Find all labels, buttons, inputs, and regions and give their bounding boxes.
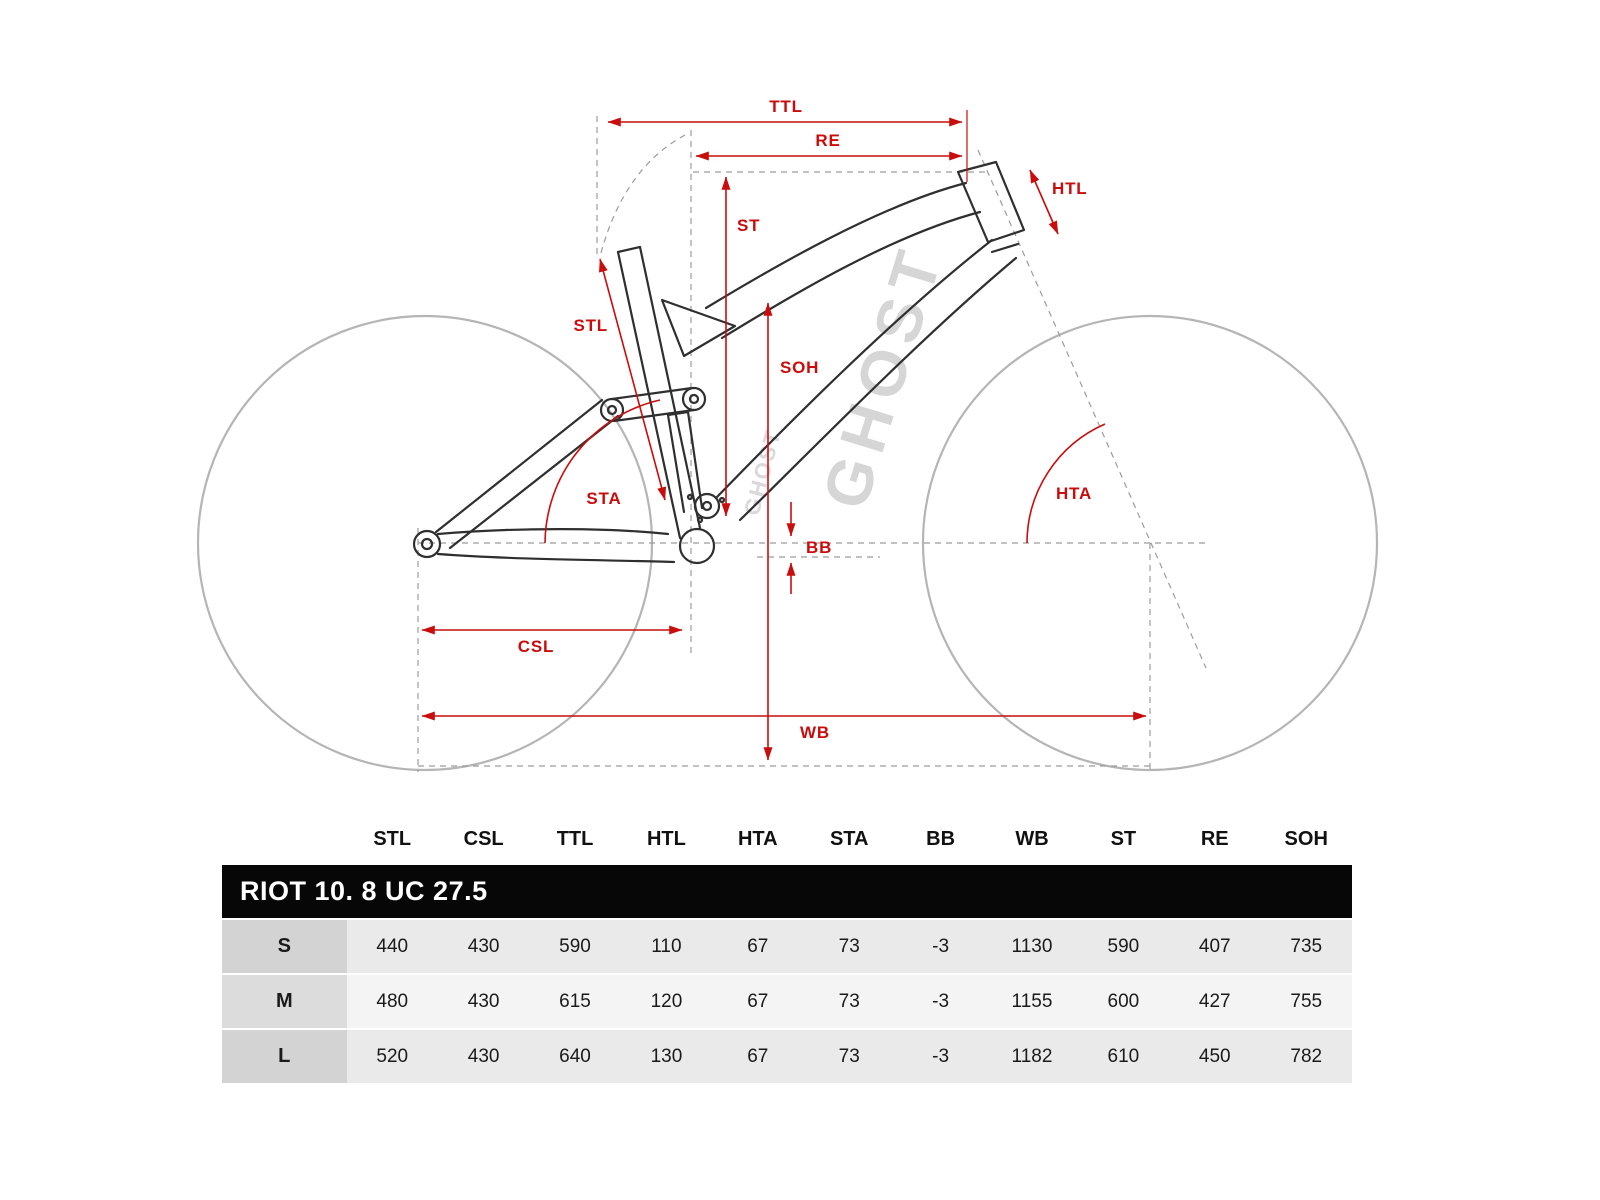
col-header-stl: STL — [346, 812, 438, 865]
dimension-lines — [421, 110, 1147, 761]
geometry-value: 73 — [803, 1029, 895, 1085]
geometry-value: 110 — [620, 919, 713, 975]
geometry-value: -3 — [894, 974, 987, 1030]
col-header-wb: WB — [986, 812, 1078, 865]
table-title-row: RIOT 10. 8 UC 27.5 — [222, 865, 1352, 920]
label-hta: HTA — [1056, 484, 1092, 503]
dimension-stl — [599, 258, 666, 501]
size-label: L — [222, 1029, 347, 1085]
geometry-value: 450 — [1169, 1029, 1261, 1085]
frame-brand-watermark-small: GHOST — [739, 426, 786, 518]
geometry-value: 430 — [437, 919, 530, 975]
geometry-value: 615 — [529, 974, 621, 1030]
table-row-size-m: M 480 430 615 120 67 73 -3 1155 600 427 … — [222, 974, 1352, 1030]
size-label: M — [222, 974, 347, 1030]
geometry-value: 67 — [712, 974, 804, 1030]
label-htl: HTL — [1052, 179, 1087, 198]
geometry-value: 430 — [437, 974, 530, 1030]
geometry-value: 610 — [1077, 1029, 1170, 1085]
geometry-table-grid: STL CSL TTL HTL HTA STA BB WB ST RE SOH … — [222, 812, 1352, 1085]
geometry-table: STL CSL TTL HTL HTA STA BB WB ST RE SOH … — [222, 812, 1352, 1085]
col-header-htl: HTL — [620, 812, 713, 865]
geometry-value: 440 — [346, 919, 438, 975]
geometry-value: 735 — [1260, 919, 1352, 975]
geometry-value: 130 — [620, 1029, 713, 1085]
steering-axis-guide — [977, 149, 1207, 669]
col-header-soh: SOH — [1260, 812, 1352, 865]
geometry-value: -3 — [894, 919, 987, 975]
construction-guides — [417, 116, 1210, 772]
front-wheel — [921, 314, 1379, 772]
col-header-csl: CSL — [437, 812, 530, 865]
geometry-value: 73 — [803, 919, 895, 975]
geometry-value: 600 — [1077, 974, 1170, 1030]
label-st: ST — [737, 216, 760, 235]
bike-frame — [412, 160, 1026, 565]
geometry-value: 590 — [1077, 919, 1170, 975]
geometry-value: 67 — [712, 919, 804, 975]
label-stl: STL — [573, 316, 608, 335]
geometry-value: 480 — [346, 974, 438, 1030]
dimension-hta-arc — [1026, 423, 1106, 544]
label-bb: BB — [806, 538, 832, 557]
size-column-header — [222, 812, 347, 865]
col-header-re: RE — [1169, 812, 1261, 865]
bike-geometry-svg: GHOST GHOST — [196, 97, 1379, 772]
geometry-value: 67 — [712, 1029, 804, 1085]
dimension-htl — [1029, 169, 1059, 235]
geometry-value: 1130 — [986, 919, 1078, 975]
col-header-bb: BB — [894, 812, 987, 865]
geometry-value: 755 — [1260, 974, 1352, 1030]
geometry-value: 430 — [437, 1029, 530, 1085]
size-label: S — [222, 919, 347, 975]
geometry-value: 640 — [529, 1029, 621, 1085]
geometry-value: 120 — [620, 974, 713, 1030]
geometry-value: 520 — [346, 1029, 438, 1085]
geometry-value: 407 — [1169, 919, 1261, 975]
geometry-value: 73 — [803, 974, 895, 1030]
dimension-sta-arc — [544, 399, 661, 544]
frame-brand-watermark: GHOST — [809, 235, 958, 517]
col-header-st: ST — [1077, 812, 1170, 865]
table-title: RIOT 10. 8 UC 27.5 — [222, 865, 1352, 920]
column-header-row: STL CSL TTL HTL HTA STA BB WB ST RE SOH — [222, 812, 1352, 865]
label-sta: STA — [586, 489, 621, 508]
label-re: RE — [815, 131, 840, 150]
geometry-value: 427 — [1169, 974, 1261, 1030]
geometry-value: 1182 — [986, 1029, 1078, 1085]
table-row-size-l: L 520 430 640 130 67 73 -3 1182 610 450 … — [222, 1029, 1352, 1085]
label-soh: SOH — [780, 358, 819, 377]
label-csl: CSL — [518, 637, 554, 656]
geometry-value: 1155 — [986, 974, 1078, 1030]
geometry-diagram: GHOST GHOST — [196, 97, 1379, 772]
geometry-value: -3 — [894, 1029, 987, 1085]
label-ttl: TTL — [769, 97, 803, 116]
table-row-size-s: S 440 430 590 110 67 73 -3 1130 590 407 … — [222, 919, 1352, 975]
col-header-hta: HTA — [712, 812, 804, 865]
geometry-value: 590 — [529, 919, 621, 975]
col-header-ttl: TTL — [529, 812, 621, 865]
geometry-value: 782 — [1260, 1029, 1352, 1085]
label-wb: WB — [800, 723, 830, 742]
col-header-sta: STA — [803, 812, 895, 865]
